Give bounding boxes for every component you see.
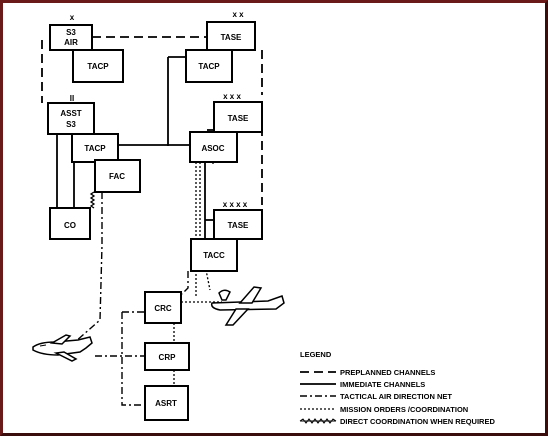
attack-aircraft-icon (32, 334, 93, 362)
node-asst-s3: ASST S3 II (47, 94, 95, 135)
crc-label: CRC (154, 304, 172, 313)
tacp-mid-label: TACP (84, 144, 106, 153)
node-tacc: TACC (190, 238, 238, 272)
asrt-label: ASRT (155, 399, 177, 408)
legend-label-immediate: IMMEDIATE CHANNELS (340, 380, 425, 389)
asst-s3-label-line1: ASST (60, 109, 81, 118)
asoc-label: ASOC (201, 144, 224, 153)
tacp-top-right-label: TACP (198, 62, 220, 71)
tase-top-echelon: x x (232, 10, 244, 19)
asst-s3-echelon: II (70, 94, 74, 103)
node-crc: CRC (144, 291, 182, 324)
asst-s3-label-line2: S3 (66, 120, 76, 129)
legend-item-mission-orders: MISSION ORDERS /COORDINATION (300, 405, 468, 414)
preplanned-channel-lines (41, 36, 263, 205)
node-fac: FAC (94, 159, 141, 193)
legend-item-immediate: IMMEDIATE CHANNELS (300, 380, 425, 389)
node-tacp-top: TACP (72, 49, 124, 83)
node-asoc: ASOC (189, 131, 238, 163)
legend-title: LEGEND (300, 350, 332, 359)
crp-label: CRP (159, 353, 177, 362)
node-tase-low: TASE x x x x (213, 200, 263, 240)
control-aircraft-icon (210, 286, 285, 326)
legend-label-preplanned: PREPLANNED CHANNELS (340, 368, 435, 377)
legend-label-direct-coordination: DIRECT COORDINATION WHEN REQUIRED (340, 417, 495, 426)
legend-label-tactical-air-direction: TACTICAL AIR DIRECTION NET (340, 392, 452, 401)
node-tacp-top-right: TACP (185, 49, 233, 83)
tactical-air-direction-lines (74, 192, 189, 406)
legend: LEGEND PREPLANNED CHANNELS IMMEDIATE CHA… (299, 350, 495, 426)
tacp-top-label: TACP (87, 62, 109, 71)
tacc-label: TACC (203, 251, 225, 260)
s3-air-label-line1: S3 (66, 28, 76, 37)
node-asrt: ASRT (144, 385, 189, 421)
tase-low-echelon: x x x x (223, 200, 248, 209)
tase-mid-label: TASE (228, 114, 249, 123)
legend-label-mission-orders: MISSION ORDERS /COORDINATION (340, 405, 468, 414)
tase-low-label: TASE (228, 221, 249, 230)
direct-coordination-wavy-line (89, 191, 96, 209)
s3-air-label-line2: AIR (64, 38, 78, 47)
node-co: CO (49, 207, 91, 240)
co-label: CO (64, 221, 76, 230)
node-s3-air: S3 AIR x (49, 13, 93, 51)
node-tase-mid: TASE x x x (213, 92, 263, 133)
s3-air-echelon: x (70, 13, 75, 22)
tase-mid-echelon: x x x (223, 92, 241, 101)
legend-item-tactical-air-direction: TACTICAL AIR DIRECTION NET (300, 392, 452, 401)
node-tase-top: TASE x x (206, 10, 256, 51)
node-crp: CRP (144, 342, 190, 371)
fac-label: FAC (109, 172, 125, 181)
node-tacp-mid: TACP (71, 133, 119, 163)
legend-item-preplanned: PREPLANNED CHANNELS (300, 368, 435, 377)
tase-top-label: TASE (221, 33, 242, 42)
legend-item-direct-coordination: DIRECT COORDINATION WHEN REQUIRED (299, 417, 495, 426)
